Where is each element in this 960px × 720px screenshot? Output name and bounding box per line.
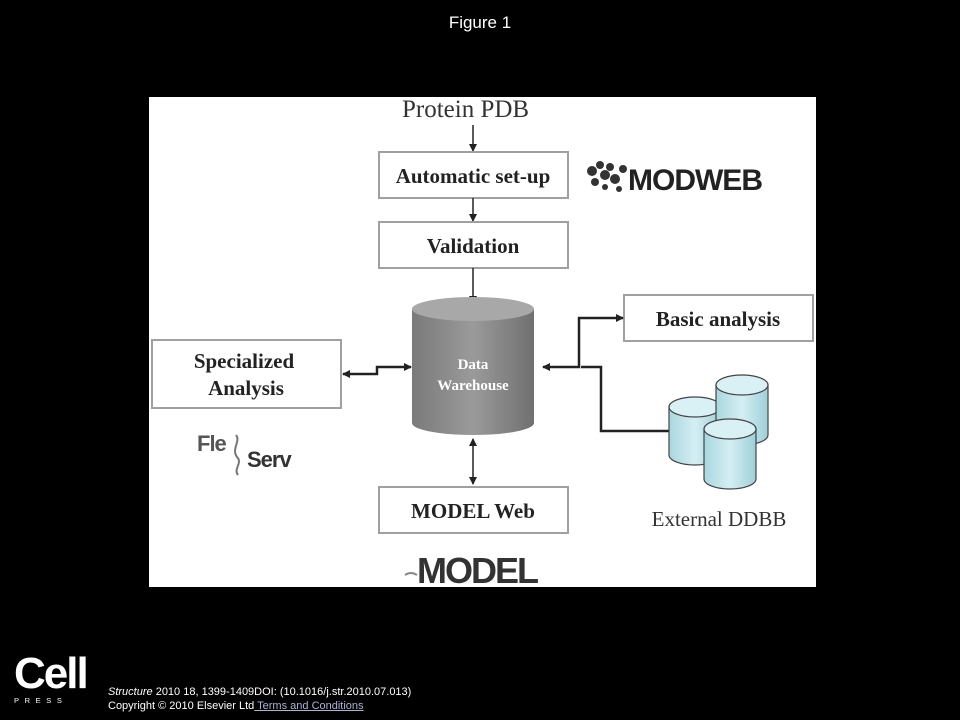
- specialized-analysis-box: Specialized Analysis: [151, 339, 342, 409]
- flexserv-logo: Fle Serv: [197, 431, 293, 476]
- external-db-cylinder-3: [703, 418, 757, 490]
- line-external-to-warehouse: [581, 365, 669, 433]
- press-logo-text: PRESS: [14, 696, 68, 705]
- copyright-line: Copyright © 2010 Elsevier Ltd Terms and …: [108, 699, 411, 713]
- citation-details: 2010 18, 1399-1409DOI: (10.1016/j.str.20…: [152, 686, 412, 698]
- arrow-warehouse-basic-analysis: [542, 314, 624, 371]
- figure-title: Figure 1: [448, 13, 512, 32]
- model-logo: MODEL: [404, 550, 540, 587]
- cell-logo-text: Cell: [14, 649, 89, 698]
- copyright-text: Copyright © 2010 Elsevier Ltd: [108, 700, 255, 712]
- modweb-logo-text: MODWEB: [628, 164, 762, 197]
- basic-analysis-label: Basic analysis: [656, 307, 780, 331]
- validation-box: Validation: [378, 221, 569, 269]
- model-web-box: MODEL Web: [378, 486, 569, 534]
- dna-helix-icon: [234, 434, 240, 476]
- basic-analysis-box: Basic analysis: [623, 294, 814, 342]
- automatic-setup-label: Automatic set-up: [396, 164, 551, 188]
- data-warehouse-cylinder: Data Warehouse: [412, 297, 534, 435]
- terms-link[interactable]: Terms and Conditions: [254, 700, 364, 712]
- automatic-setup-box: Automatic set-up: [378, 151, 569, 199]
- model-web-label: MODEL Web: [411, 499, 535, 523]
- warehouse-label-line2: Warehouse: [437, 378, 509, 394]
- protein-pdb-label: Protein PDB: [402, 97, 529, 123]
- specialized-label-line1: Specialized: [194, 349, 295, 373]
- journal-name: Structure: [108, 686, 153, 698]
- workflow-diagram: Protein PDB Automatic set-up MODWEB Vali…: [151, 97, 814, 587]
- model-logo-text: MODEL: [417, 550, 538, 587]
- cell-press-logo: Cell PRESS: [14, 649, 89, 706]
- flexserv-logo-part2: Serv: [247, 447, 292, 472]
- citation-block: Structure 2010 18, 1399-1409DOI: (10.101…: [108, 685, 411, 713]
- modweb-logo: MODWEB: [587, 161, 763, 197]
- diagram-panel: Protein PDB Automatic set-up MODWEB Vali…: [149, 97, 816, 587]
- flexserv-logo-part1: Fle: [197, 431, 227, 456]
- warehouse-label-line1: Data: [458, 357, 489, 373]
- validation-label: Validation: [427, 234, 520, 258]
- specialized-label-line2: Analysis: [208, 376, 284, 400]
- external-ddbb-label: External DDBB: [652, 507, 787, 531]
- citation-line: Structure 2010 18, 1399-1409DOI: (10.101…: [108, 685, 411, 699]
- arrow-specialized-warehouse: [342, 363, 412, 378]
